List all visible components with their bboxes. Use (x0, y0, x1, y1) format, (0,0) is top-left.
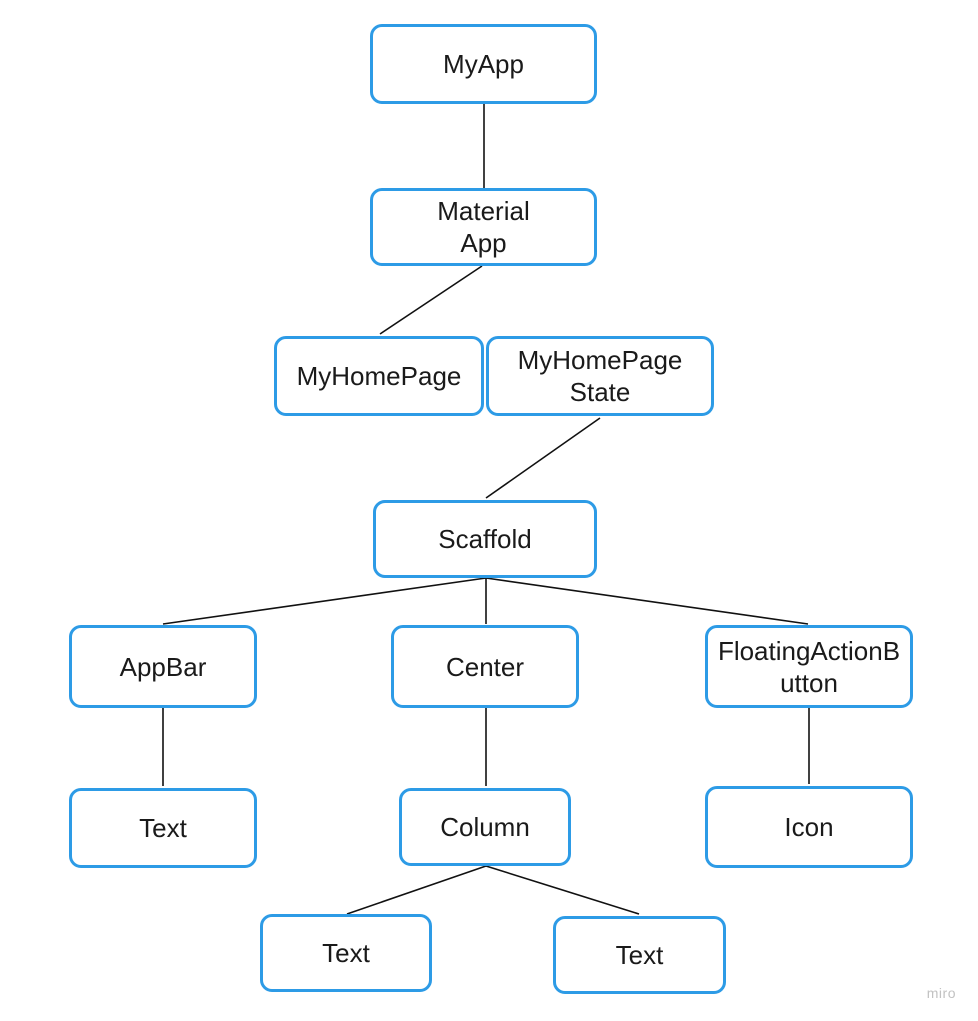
node-center: Center (391, 625, 579, 708)
node-fab: FloatingActionB utton (705, 625, 913, 708)
node-column-text-left-label: Text (322, 938, 370, 968)
node-myapp-label: MyApp (443, 49, 524, 79)
node-myhomepage-label: MyHomePage (296, 361, 462, 391)
node-fab-label: FloatingActionB utton (717, 635, 901, 698)
node-scaffold: Scaffold (373, 500, 597, 578)
node-icon-label: Icon (784, 812, 834, 842)
node-column-label: Column (440, 812, 530, 842)
node-appbar-text: Text (69, 788, 257, 868)
edge-scaffold-to-appbar (162, 577, 487, 625)
node-appbar-text-label: Text (139, 813, 187, 843)
node-column-text-right: Text (553, 916, 726, 994)
node-materialapp: Material App (370, 188, 597, 266)
node-myapp: MyApp (370, 24, 597, 104)
edge-column-to-column_text_left (346, 865, 487, 915)
edge-scaffold-to-fab (485, 577, 809, 625)
node-myhomepage: MyHomePage (274, 336, 484, 416)
node-column-text-right-label: Text (615, 940, 664, 970)
node-icon: Icon (705, 786, 913, 868)
node-scaffold-label: Scaffold (438, 524, 532, 554)
node-materialapp-label: Material App (437, 196, 530, 258)
miro-watermark: miro (926, 985, 956, 1001)
edge-column-to-column_text_right (485, 865, 640, 915)
node-appbar: AppBar (69, 625, 257, 708)
node-appbar-label: AppBar (119, 651, 207, 682)
node-column: Column (399, 788, 571, 866)
node-column-text-left: Text (260, 914, 432, 992)
edge-materialapp-to-myhomepage (379, 265, 483, 335)
node-myhomepagestate-label: MyHomePage State (517, 345, 683, 407)
node-myhomepagestate: MyHomePage State (486, 336, 714, 416)
edge-myhomepagestate-to-scaffold (485, 417, 601, 499)
node-center-label: Center (445, 651, 525, 682)
